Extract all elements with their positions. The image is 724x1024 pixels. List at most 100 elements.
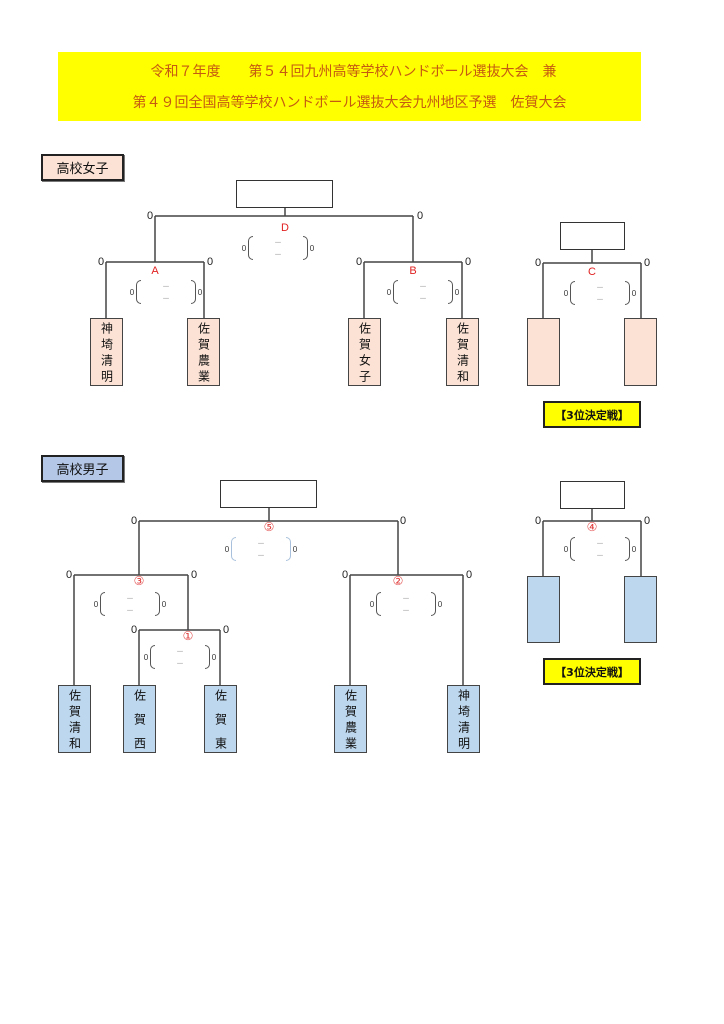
men-team-3: 佐賀東 (204, 685, 237, 753)
set-score-left: 0 (224, 544, 230, 554)
women-match-d-sets: 0 － － 0 (241, 234, 315, 262)
men-m4-end-right: 0 (643, 515, 651, 527)
set-bottom: － (126, 605, 134, 615)
team-name: 神埼清明 (456, 689, 471, 749)
women-champion-box (236, 180, 333, 208)
women-match-c-sets: 0 － － 0 (563, 279, 637, 307)
women-b-end-right: 0 (464, 256, 472, 268)
men-match-3-label: ③ (133, 574, 145, 588)
set-score-left: 0 (93, 599, 99, 609)
women-d-end-right: 0 (416, 210, 424, 222)
set-score-left: 0 (563, 288, 569, 298)
set-top: － (596, 282, 604, 292)
set-bottom: － (402, 605, 410, 615)
team-name: 佐賀西 (132, 689, 147, 749)
title-line-2: 第４９回全国高等学校ハンドボール選抜大会九州地区予選 佐賀大会 (132, 95, 567, 111)
bracket-close-icon (286, 537, 291, 561)
team-name: 佐賀農業 (343, 689, 358, 749)
men-m3-end-right: 0 (190, 569, 198, 581)
women-team-1: 神埼清明 (90, 318, 123, 386)
set-score-right: 0 (309, 243, 315, 253)
men-match-5-sets: 0 － － 0 (224, 535, 298, 563)
set-score-right: 0 (197, 287, 203, 297)
set-dashes: － － (575, 281, 625, 305)
women-a-end-right: 0 (206, 256, 214, 268)
men-team-1: 佐賀清和 (58, 685, 91, 753)
women-match-a-label: A (151, 265, 159, 277)
bracket-open-icon (100, 592, 105, 616)
set-top: － (176, 646, 184, 656)
set-dashes: － － (253, 236, 303, 260)
set-score-left: 0 (143, 652, 149, 662)
men-match-5-label: ⑤ (263, 520, 275, 534)
men-match-4-label: ④ (586, 520, 598, 534)
women-match-b-sets: 0 － － 0 (386, 278, 460, 306)
men-team-5: 神埼清明 (447, 685, 480, 753)
men-champion-box (220, 480, 317, 508)
women-team-4: 佐賀清和 (446, 318, 479, 386)
team-name: 佐賀清和 (67, 689, 82, 749)
women-match-b-label: B (409, 265, 417, 277)
men-m1-end-right: 0 (222, 624, 230, 636)
women-third-team-1 (527, 318, 560, 386)
set-dashes: － － (105, 592, 155, 616)
women-match-c-label: C (588, 266, 596, 278)
bracket-close-icon (191, 280, 196, 304)
men-m2-end-left: 0 (341, 569, 349, 581)
team-name: 佐賀清和 (455, 322, 470, 382)
set-top: － (126, 593, 134, 603)
set-dashes: － － (381, 592, 431, 616)
bracket-close-icon (448, 280, 453, 304)
set-score-right: 0 (631, 288, 637, 298)
set-score-left: 0 (386, 287, 392, 297)
bracket-open-icon (231, 537, 236, 561)
men-m4-end-left: 0 (534, 515, 542, 527)
bracket-open-icon (150, 645, 155, 669)
men-team-4: 佐賀農業 (334, 685, 367, 753)
set-score-left: 0 (369, 599, 375, 609)
men-match-3-sets: 0 － － 0 (93, 590, 167, 618)
set-top: － (257, 538, 265, 548)
set-dashes: － － (575, 537, 625, 561)
men-third-place-winner-box (560, 481, 625, 509)
men-match-2-sets: 0 － － 0 (369, 590, 443, 618)
set-score-left: 0 (563, 544, 569, 554)
men-match-2-label: ② (392, 574, 404, 588)
set-score-left: 0 (129, 287, 135, 297)
men-m5-end-left: 0 (130, 515, 138, 527)
set-bottom: － (176, 658, 184, 668)
bracket-close-icon (625, 537, 630, 561)
set-top: － (419, 281, 427, 291)
men-third-team-2 (624, 576, 657, 643)
team-name: 佐賀女子 (357, 322, 372, 382)
bracket-close-icon (205, 645, 210, 669)
set-score-left: 0 (241, 243, 247, 253)
set-bottom: － (596, 550, 604, 560)
women-match-a-sets: 0 － － 0 (129, 278, 203, 306)
team-name: 佐賀農業 (196, 322, 211, 382)
men-m2-end-right: 0 (465, 569, 473, 581)
bracket-open-icon (136, 280, 141, 304)
women-c-end-left: 0 (534, 257, 542, 269)
set-top: － (402, 593, 410, 603)
bracket-open-icon (376, 592, 381, 616)
bracket-open-icon (570, 537, 575, 561)
tournament-title-banner: 令和７年度 第５４回九州高等学校ハンドボール選抜大会 兼 第４９回全国高等学校ハ… (58, 52, 641, 121)
women-a-end-left: 0 (97, 256, 105, 268)
bracket-open-icon (248, 236, 253, 260)
set-bottom: － (162, 293, 170, 303)
women-c-end-right: 0 (643, 257, 651, 269)
set-score-right: 0 (292, 544, 298, 554)
men-match-1-label: ① (182, 629, 194, 643)
women-third-team-2 (624, 318, 657, 386)
title-line-1: 令和７年度 第５４回九州高等学校ハンドボール選抜大会 兼 (150, 64, 557, 80)
men-section-label: 高校男子 (41, 455, 124, 482)
bracket-close-icon (625, 281, 630, 305)
set-bottom: － (257, 550, 265, 560)
men-m5-end-right: 0 (399, 515, 407, 527)
set-score-right: 0 (454, 287, 460, 297)
set-dashes: － － (155, 645, 205, 669)
set-bottom: － (596, 294, 604, 304)
set-top: － (274, 237, 282, 247)
